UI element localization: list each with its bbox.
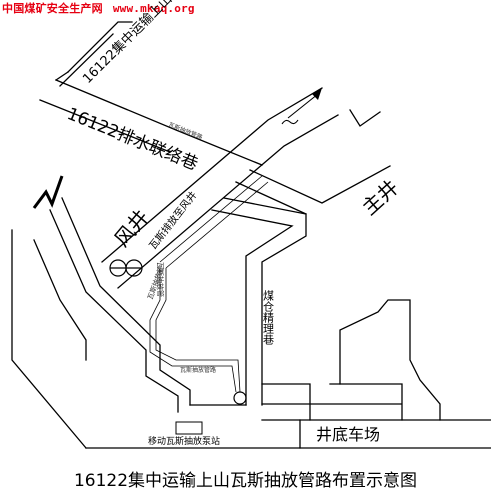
valve-circle — [233, 391, 247, 405]
flow-arrow-line — [287, 93, 319, 119]
roadway-branch-a — [249, 165, 391, 204]
roadway-yard-right — [299, 419, 491, 449]
label-gas-pipe-upper: 瓦斯抽放管路 — [167, 120, 203, 141]
break-symbol — [32, 175, 64, 209]
roadway-left-outer — [61, 197, 191, 406]
label-pipe-left-a: 瓦斯抽放管 — [156, 262, 165, 297]
watermark: 中国煤矿安全生产网 www.mkaq.org — [2, 0, 195, 16]
gas-pipe-to-shaft-b — [159, 175, 263, 263]
roadway-left-ext — [33, 239, 87, 361]
main-shaft-line — [349, 109, 381, 127]
label-main-shaft: 主井 — [357, 175, 403, 220]
roadway-right-block — [261, 383, 403, 421]
roadway-left-inner — [49, 209, 179, 413]
roadway-loop-inner — [211, 209, 294, 406]
label-drainage-roadway: 16122排水联络巷 — [64, 104, 200, 175]
roadway-main-lower-edge — [117, 114, 339, 289]
roadway-right-tail — [339, 299, 441, 421]
roadway-branch-b — [235, 181, 307, 215]
gas-pipe-line-a — [149, 268, 237, 393]
label-coal-bunker: 煤仓精理巷 — [262, 290, 275, 345]
label-pump-station: 移动瓦斯抽放泵站 — [148, 435, 220, 447]
label-air-shaft: 风井 — [109, 205, 153, 251]
roadway-loop-outer — [223, 197, 307, 406]
label-gas-pipe-lower: 瓦斯抽放管路 — [180, 366, 216, 374]
roadway-yard-lower — [85, 419, 301, 449]
roadway-transport-end — [55, 71, 69, 81]
roadway-drainage-bottom — [39, 99, 171, 153]
roadway-main-upper-edge — [101, 87, 323, 263]
roadway-transport-upper-edge — [67, 21, 133, 73]
watermark-url: www.mkaq.org — [112, 2, 195, 15]
diagram-caption: 16122集中运输上山瓦斯抽放管路布置示意图 — [73, 471, 418, 491]
roadway-drainage-top — [55, 79, 263, 166]
flow-arrow-head — [312, 88, 322, 100]
roadway-yard-left — [11, 229, 87, 449]
label-gas-to-shaft: 瓦斯排放至风井 — [146, 189, 199, 252]
flow-arrow-wave — [281, 119, 299, 125]
pump-station-box — [175, 421, 203, 435]
gas-pipe-to-shaft-a — [165, 181, 269, 269]
gas-pipe-line-b — [155, 268, 241, 393]
label-shaft-bottom-yard: 井底车场 — [316, 425, 380, 444]
roadway-transport-lower-edge — [59, 33, 114, 87]
watermark-site: 中国煤矿安全生产网 — [2, 2, 103, 15]
label-transport-roadway: 16122集中运输上山 — [80, 0, 176, 87]
